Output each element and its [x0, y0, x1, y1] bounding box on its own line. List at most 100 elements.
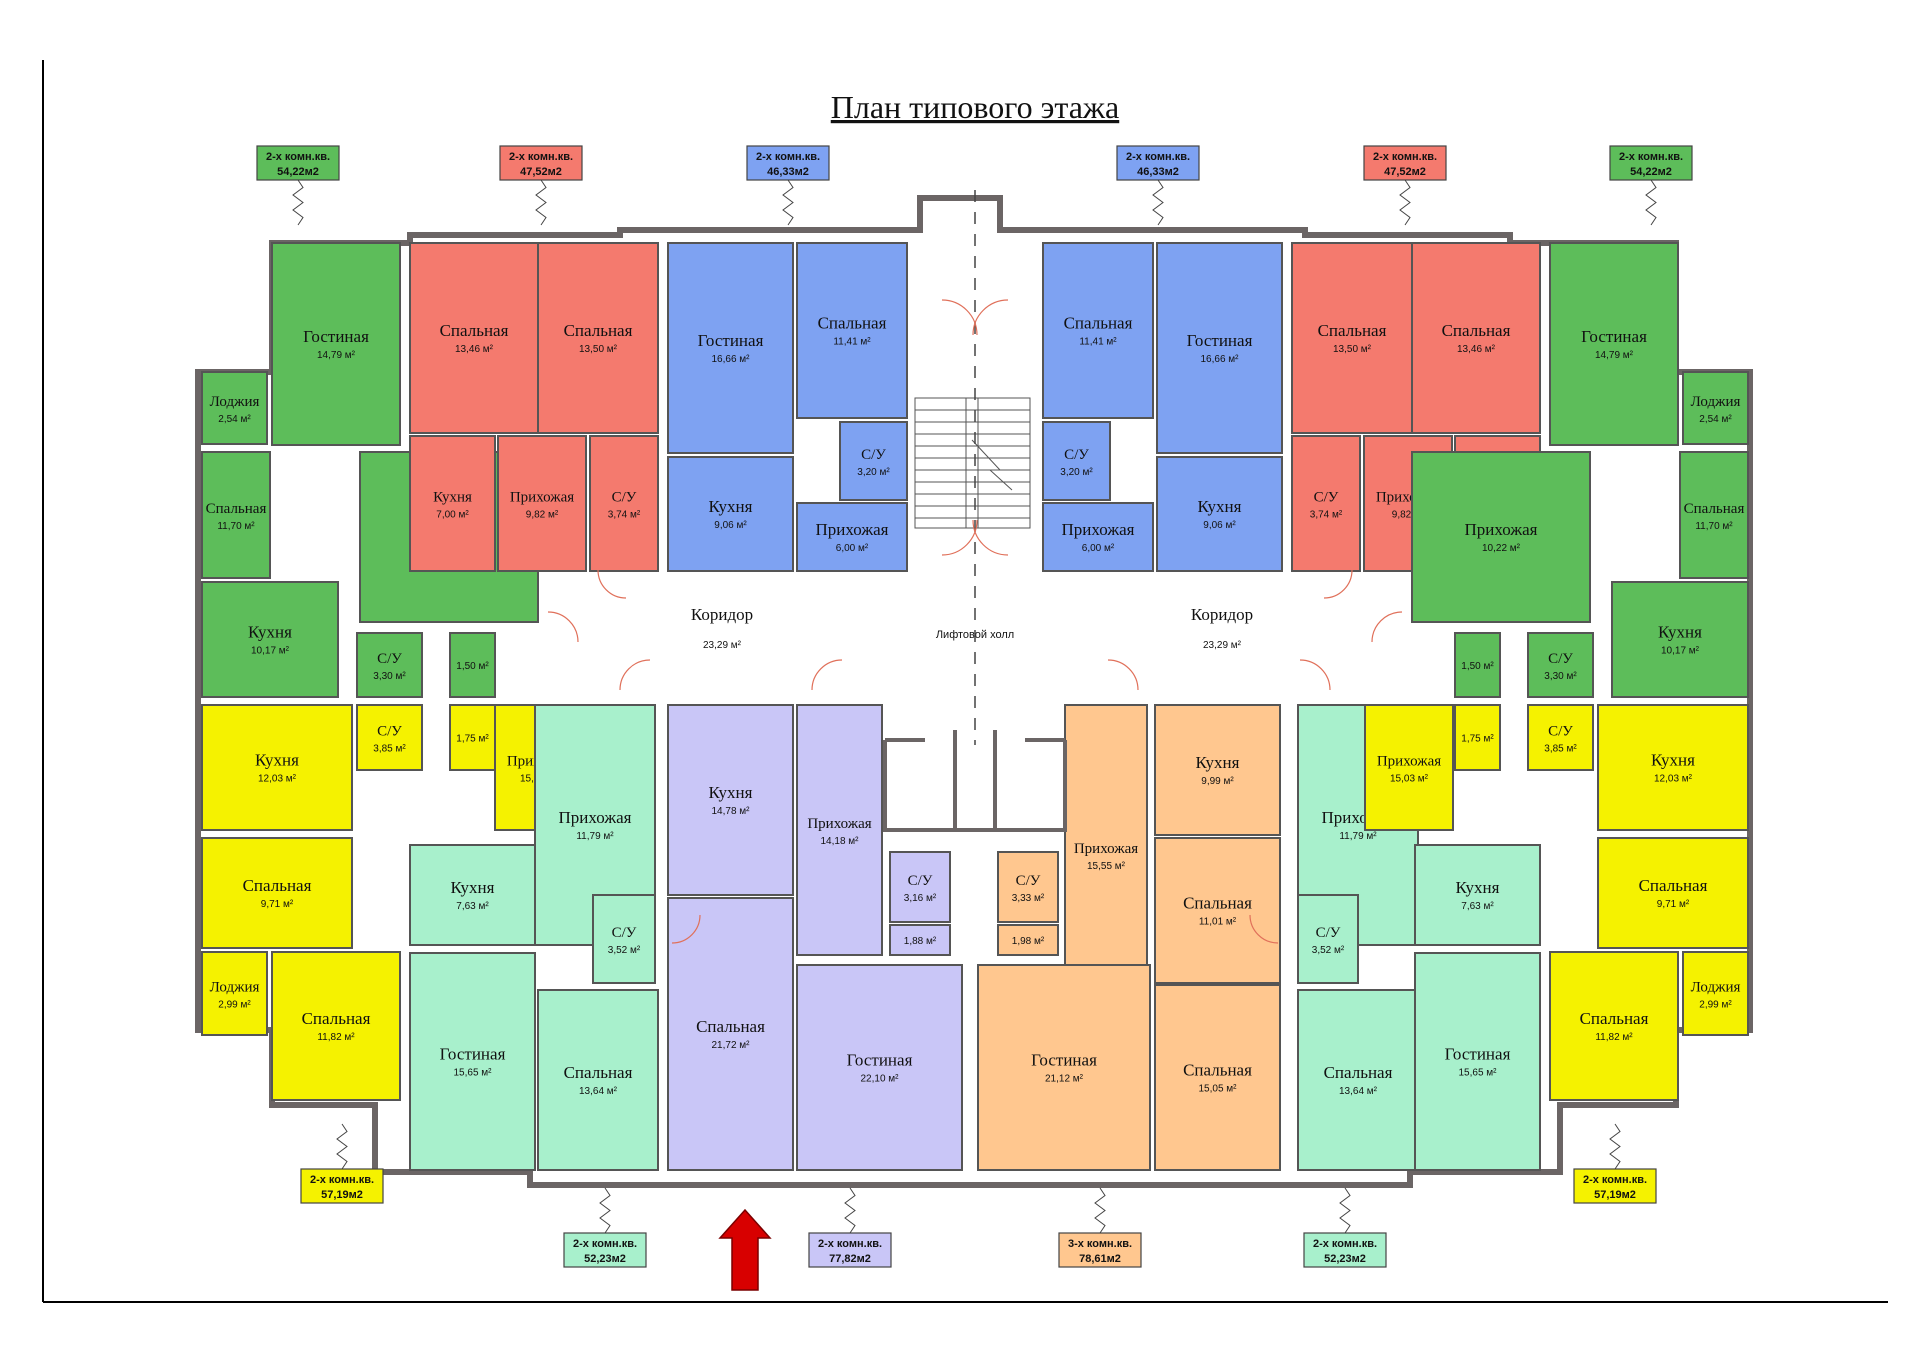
tag-leader	[844, 1187, 856, 1234]
tag-leader	[1152, 179, 1164, 226]
room-area: 1,98 м²	[1012, 936, 1045, 947]
room-area: 15,65 м²	[1458, 1068, 1497, 1079]
room-name: Гостиная	[1445, 1045, 1511, 1064]
room-name: Спальная	[243, 876, 312, 895]
room-name: С/У	[1016, 873, 1041, 889]
room-fill	[1597, 704, 1749, 831]
tag-leader	[599, 1187, 611, 1234]
room-area: 11,79 м²	[576, 831, 614, 842]
room-area: 2,54 м²	[218, 414, 251, 425]
room-fill	[201, 371, 268, 445]
room-fill	[839, 421, 908, 501]
tag-type: 2-х комн.кв.	[1583, 1174, 1647, 1186]
apartment-tag: 2-х комн.кв.47,52м2	[499, 145, 583, 226]
room-fill	[201, 704, 353, 831]
room: 1,88 м²	[889, 924, 951, 956]
room-area: 13,64 м²	[1339, 1086, 1378, 1097]
room: С/У3,16 м²	[889, 851, 951, 923]
tag-leader	[336, 1123, 348, 1170]
tag-area: 47,52м2	[520, 166, 562, 178]
tag-box	[256, 145, 340, 181]
room-area: 22,10 м²	[860, 1074, 899, 1085]
room-area: 14,18 м²	[820, 836, 859, 847]
room-fill	[409, 435, 496, 572]
room-name: Лоджия	[1691, 394, 1741, 410]
room-area: 3,30 м²	[373, 671, 406, 682]
room-area: 3,52 м²	[1312, 945, 1345, 956]
room-name: Кухня	[248, 623, 292, 642]
room: С/У3,30 м²	[1527, 632, 1594, 698]
room-fill	[1682, 371, 1749, 445]
corridor-left-name: Коридор	[691, 605, 753, 624]
room-name: С/У	[1548, 651, 1573, 667]
tag-box	[1573, 1168, 1657, 1204]
room-name: С/У	[861, 447, 886, 463]
room-name: Кухня	[433, 490, 472, 506]
room-fill	[1291, 435, 1361, 572]
room-area: 11,70 м²	[1695, 521, 1733, 532]
room-fill	[1414, 952, 1541, 1171]
room-area: 13,50 м²	[1333, 344, 1372, 355]
room-fill	[1297, 894, 1359, 984]
room-area: 13,46 м²	[455, 344, 494, 355]
room-area: 1,50 м²	[456, 661, 489, 672]
room-name: С/У	[377, 651, 402, 667]
tag-box	[746, 145, 830, 181]
room-area: 13,64 м²	[579, 1086, 618, 1097]
lift-shafts	[883, 730, 1067, 832]
room-name: С/У	[1316, 925, 1341, 941]
tag-leader	[1399, 179, 1411, 226]
room-fill	[796, 704, 883, 956]
room-area: 10,17 м²	[1661, 646, 1700, 657]
room-area: 21,72 м²	[711, 1040, 750, 1051]
room-area: 9,82 м²	[526, 510, 559, 521]
room-name: Спальная	[1442, 321, 1511, 340]
room-name: Гостиная	[1187, 331, 1253, 350]
room-area: 11,01 м²	[1199, 917, 1237, 928]
room-area: 3,33 м²	[1012, 893, 1045, 904]
tag-area: 52,23м2	[584, 1253, 626, 1265]
tag-box	[1609, 145, 1693, 181]
apartment-tag: 2-х комн.кв.57,19м2	[300, 1123, 384, 1204]
tag-type: 2-х комн.кв.	[1126, 151, 1190, 163]
room-fill	[201, 581, 339, 698]
tag-box	[300, 1168, 384, 1204]
room: С/У3,20 м²	[839, 421, 908, 501]
apartment-tag: 3-х комн.кв.78,61м2	[1058, 1187, 1142, 1268]
room-fill	[589, 435, 659, 572]
room-name: Гостиная	[1581, 327, 1647, 346]
room-name: Кухня	[1196, 753, 1240, 772]
room-fill	[1611, 581, 1749, 698]
room: 1,50 м²	[449, 632, 496, 698]
tag-box	[808, 1232, 892, 1268]
tag-leader	[535, 179, 547, 226]
apartment-tag: 2-х комн.кв.46,33м2	[1116, 145, 1200, 226]
tag-area: 57,19м2	[1594, 1189, 1636, 1201]
room-fill	[1156, 456, 1283, 572]
room-name: Спальная	[1580, 1009, 1649, 1028]
room-name: Гостиная	[847, 1051, 913, 1070]
corridor-left-area: 23,29 м²	[703, 640, 742, 651]
room-fill	[409, 242, 539, 434]
room-name: Прихожая	[1377, 754, 1441, 770]
room-name: С/У	[612, 490, 637, 506]
corridor-right-name: Коридор	[1191, 605, 1253, 624]
room-name: Спальная	[302, 1009, 371, 1028]
room: С/У 3,33 м²	[997, 851, 1059, 923]
corridor-left: Коридор 23,29 м²	[540, 580, 885, 690]
room-name: Спальная	[1064, 314, 1133, 333]
room-name: Прихожая	[1074, 841, 1138, 857]
tag-box	[1058, 1232, 1142, 1268]
room-fill	[201, 837, 353, 949]
room-area: 6,00 м²	[836, 543, 869, 554]
room-area: 21,12 м²	[1045, 1074, 1084, 1085]
